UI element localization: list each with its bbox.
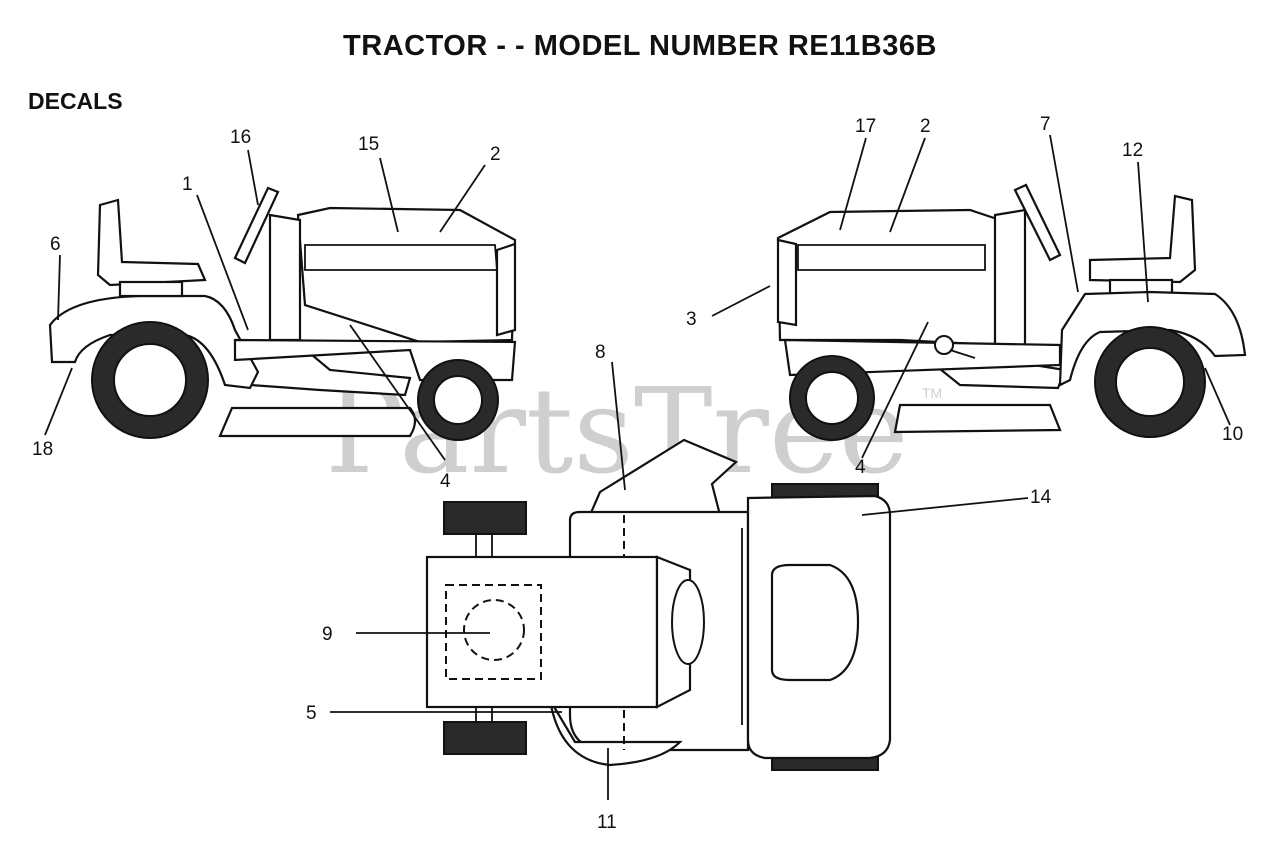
right-hood-side (797, 244, 986, 271)
callout-9: 9 (322, 624, 333, 645)
callout-2-right: 2 (920, 116, 931, 137)
right-mower-deck (893, 403, 1062, 434)
callout-4-right: 4 (855, 457, 866, 478)
top-hood-decal-circle (463, 599, 525, 661)
left-dash (268, 213, 302, 342)
callout-5: 5 (306, 703, 317, 724)
callout-10: 10 (1222, 424, 1243, 445)
callout-2: 2 (490, 144, 501, 165)
callout-15: 15 (358, 134, 379, 155)
watermark-tm: TM (922, 385, 942, 401)
tractor-left-side-view: 16 15 2 1 6 18 4 (32, 127, 517, 492)
left-grille (495, 242, 517, 337)
top-hood-decal-outline (445, 584, 542, 680)
callout-18: 18 (32, 439, 53, 460)
left-front-hub (433, 375, 483, 425)
left-mower-deck (218, 406, 417, 438)
tractor-top-view: 8 14 9 5 11 (306, 342, 1052, 833)
right-seat (1088, 194, 1197, 284)
left-seat-base (118, 280, 184, 298)
right-dash (993, 208, 1027, 347)
right-rear-fender (1058, 290, 1247, 387)
callout-8: 8 (595, 342, 606, 363)
callout-14: 14 (1030, 487, 1052, 508)
callout-3: 3 (686, 309, 697, 330)
callout-12: 12 (1122, 140, 1143, 161)
left-seat (96, 198, 207, 287)
top-front-tire-upper (443, 501, 527, 535)
right-front-hub (805, 371, 859, 425)
right-grille (776, 238, 798, 327)
top-hood (425, 555, 659, 709)
callout-6: 6 (50, 234, 61, 255)
page-title: TRACTOR - - MODEL NUMBER RE11B36B (343, 30, 937, 62)
callout-7: 7 (1040, 114, 1051, 135)
left-rear-fender (48, 294, 260, 390)
callout-16: 16 (230, 127, 251, 148)
callout-4-left: 4 (440, 471, 451, 492)
tractor-right-side-view: 17 2 7 12 3 10 4 (686, 114, 1247, 478)
callout-11: 11 (597, 812, 617, 833)
section-heading: DECALS (28, 88, 123, 114)
left-hood (296, 206, 517, 344)
callout-1: 1 (182, 174, 193, 195)
top-front-tire-lower (443, 721, 527, 755)
left-steering-wheel (233, 186, 280, 265)
right-steering-wheel (1013, 183, 1062, 262)
callout-17: 17 (855, 116, 876, 137)
right-rear-hub (1115, 347, 1185, 417)
right-lift-knob (934, 335, 954, 355)
top-seat (770, 563, 860, 682)
right-hood (776, 208, 1002, 347)
top-steering-wheel (671, 579, 705, 665)
left-rear-hub (113, 343, 187, 417)
top-deck-bump (548, 699, 683, 767)
